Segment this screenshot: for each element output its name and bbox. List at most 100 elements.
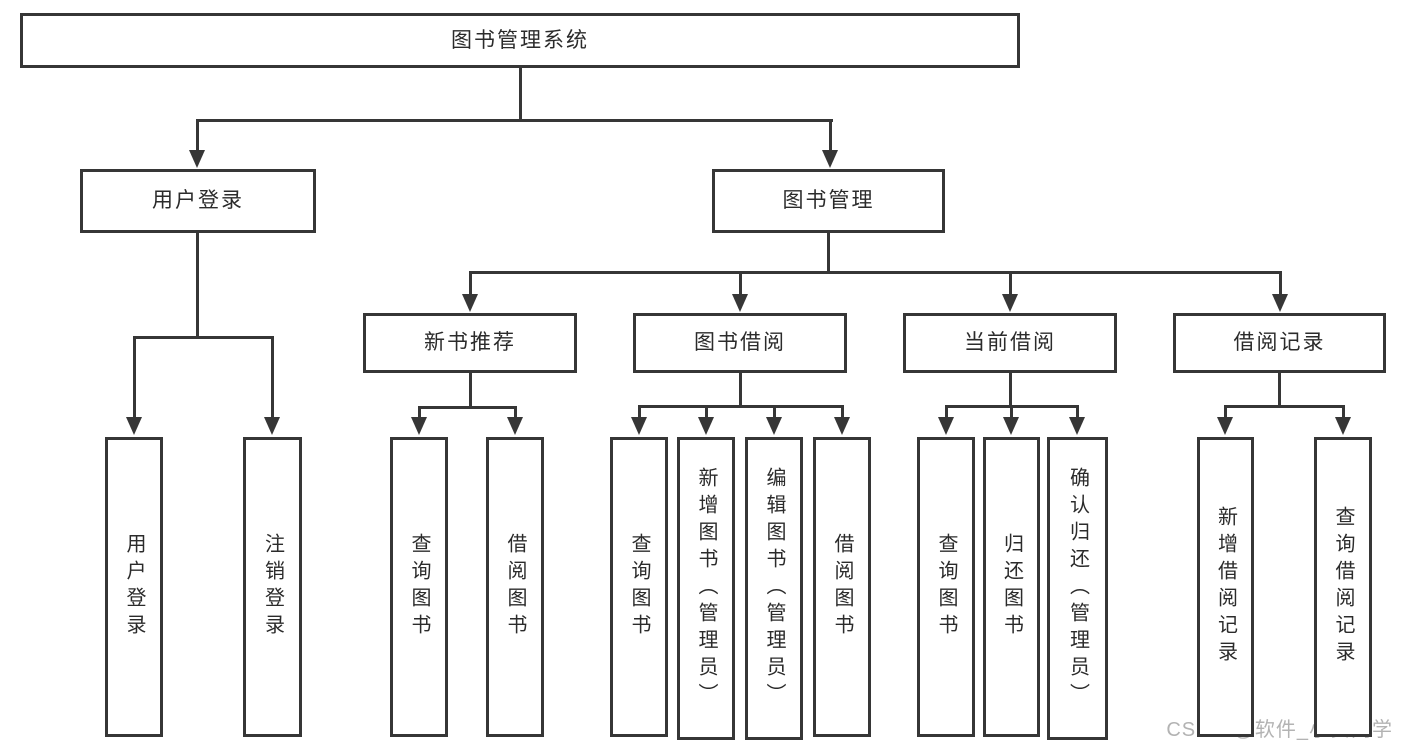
arrow-head-icon xyxy=(1217,417,1233,435)
connector-line xyxy=(469,373,472,408)
node-logout: 注销登录 xyxy=(243,437,302,737)
connector-line xyxy=(519,68,522,121)
node-root: 图书管理系统 xyxy=(20,13,1020,68)
connector-line xyxy=(739,373,742,407)
node-label: 查询图书 xyxy=(935,533,957,641)
arrow-head-icon xyxy=(462,294,478,312)
arrow-head-icon xyxy=(698,417,714,435)
arrow-shaft xyxy=(1009,407,1013,418)
arrow-shaft xyxy=(840,407,844,418)
arrow-head-icon xyxy=(507,417,523,435)
node-label: 查询图书 xyxy=(628,533,650,641)
arrow-shaft xyxy=(468,273,472,295)
node-label: 用户登录 xyxy=(123,533,145,641)
connector-arrow-down-icon xyxy=(834,407,850,435)
connector-arrow-down-icon xyxy=(732,273,748,312)
arrow-shaft xyxy=(1278,273,1282,295)
connector-arrow-down-icon xyxy=(1002,273,1018,312)
arrow-shaft xyxy=(704,407,708,418)
node-edit-book-admin: 编辑图书（管理员） xyxy=(745,437,803,740)
connector-arrow-down-icon xyxy=(1069,407,1085,435)
node-label: 借阅图书 xyxy=(504,533,526,641)
arrow-head-icon xyxy=(1069,417,1085,435)
arrow-head-icon xyxy=(1272,294,1288,312)
node-new-book-rec: 新书推荐 xyxy=(363,313,577,373)
node-label: 借阅图书 xyxy=(831,533,853,641)
connector-arrow-down-icon xyxy=(411,408,427,435)
node-current-borrow: 当前借阅 xyxy=(903,313,1117,373)
arrow-head-icon xyxy=(126,417,142,435)
arrow-head-icon xyxy=(1002,294,1018,312)
connector-arrow-down-icon xyxy=(264,338,280,435)
node-label: 图书借阅 xyxy=(694,331,786,355)
node-query-book-borrow: 查询图书 xyxy=(610,437,668,737)
connector-arrow-down-icon xyxy=(698,407,714,435)
connector-arrow-down-icon xyxy=(462,273,478,312)
connector-line xyxy=(133,336,274,339)
node-book-mgmt: 图书管理 xyxy=(712,169,945,233)
arrow-shaft xyxy=(1008,273,1012,295)
node-login: 用户登录 xyxy=(105,437,163,737)
arrow-head-icon xyxy=(631,417,647,435)
node-confirm-return-admin: 确认归还（管理员） xyxy=(1047,437,1108,740)
node-label: 图书管理 xyxy=(782,189,875,213)
connector-line xyxy=(196,119,833,122)
connector-line xyxy=(827,233,830,273)
connector-line xyxy=(1009,373,1012,407)
connector-arrow-down-icon xyxy=(631,407,647,435)
connector-arrow-down-icon xyxy=(822,120,838,168)
connector-arrow-down-icon xyxy=(1335,407,1351,435)
node-borrow-book: 借阅图书 xyxy=(813,437,871,737)
connector-arrow-down-icon xyxy=(766,407,782,435)
arrow-shaft xyxy=(1223,407,1227,418)
arrow-head-icon xyxy=(1003,417,1019,435)
node-label: 图书管理系统 xyxy=(451,28,589,52)
connector-arrow-down-icon xyxy=(1272,273,1288,312)
arrow-shaft xyxy=(513,408,517,418)
arrow-head-icon xyxy=(411,417,427,435)
connector-line xyxy=(1224,405,1345,408)
node-label: 借阅记录 xyxy=(1233,331,1326,355)
node-query-book-current: 查询图书 xyxy=(917,437,975,737)
connector-arrow-down-icon xyxy=(1003,407,1019,435)
connector-line xyxy=(1278,373,1281,407)
arrow-shaft xyxy=(772,407,776,418)
arrow-head-icon xyxy=(766,417,782,435)
node-user-login: 用户登录 xyxy=(80,169,316,233)
arrow-shaft xyxy=(195,120,199,151)
connector-arrow-down-icon xyxy=(938,407,954,435)
connector-line xyxy=(638,405,844,408)
node-borrow-book-rec: 借阅图书 xyxy=(486,437,544,737)
connector-arrow-down-icon xyxy=(189,120,205,168)
arrow-shaft xyxy=(1075,407,1079,418)
arrow-head-icon xyxy=(732,294,748,312)
node-label: 查询图书 xyxy=(408,533,430,641)
arrow-shaft xyxy=(417,408,421,418)
arrow-head-icon xyxy=(938,417,954,435)
arrow-shaft xyxy=(637,407,641,418)
arrow-head-icon xyxy=(834,417,850,435)
node-book-borrow: 图书借阅 xyxy=(633,313,847,373)
connector-arrow-down-icon xyxy=(126,338,142,435)
node-label: 确认归还（管理员） xyxy=(1066,467,1089,710)
node-query-borrow-record: 查询借阅记录 xyxy=(1314,437,1372,737)
node-label: 当前借阅 xyxy=(964,331,1056,355)
arrow-shaft xyxy=(944,407,948,418)
node-add-book-admin: 新增图书（管理员） xyxy=(677,437,735,740)
arrow-shaft xyxy=(270,338,274,418)
connector-line xyxy=(945,405,1079,408)
arrow-head-icon xyxy=(189,150,205,168)
node-label: 归还图书 xyxy=(1000,533,1023,641)
node-borrow-record: 借阅记录 xyxy=(1173,313,1386,373)
node-label: 新增借阅记录 xyxy=(1214,506,1237,668)
node-label: 新增图书（管理员） xyxy=(695,467,717,710)
arrow-head-icon xyxy=(264,417,280,435)
arrow-shaft xyxy=(1341,407,1345,418)
connector-arrow-down-icon xyxy=(507,408,523,435)
connector-line xyxy=(469,271,1282,274)
node-label: 用户登录 xyxy=(152,189,244,213)
node-label: 注销登录 xyxy=(261,533,284,641)
node-label: 新书推荐 xyxy=(424,331,516,355)
arrow-shaft xyxy=(132,338,136,418)
